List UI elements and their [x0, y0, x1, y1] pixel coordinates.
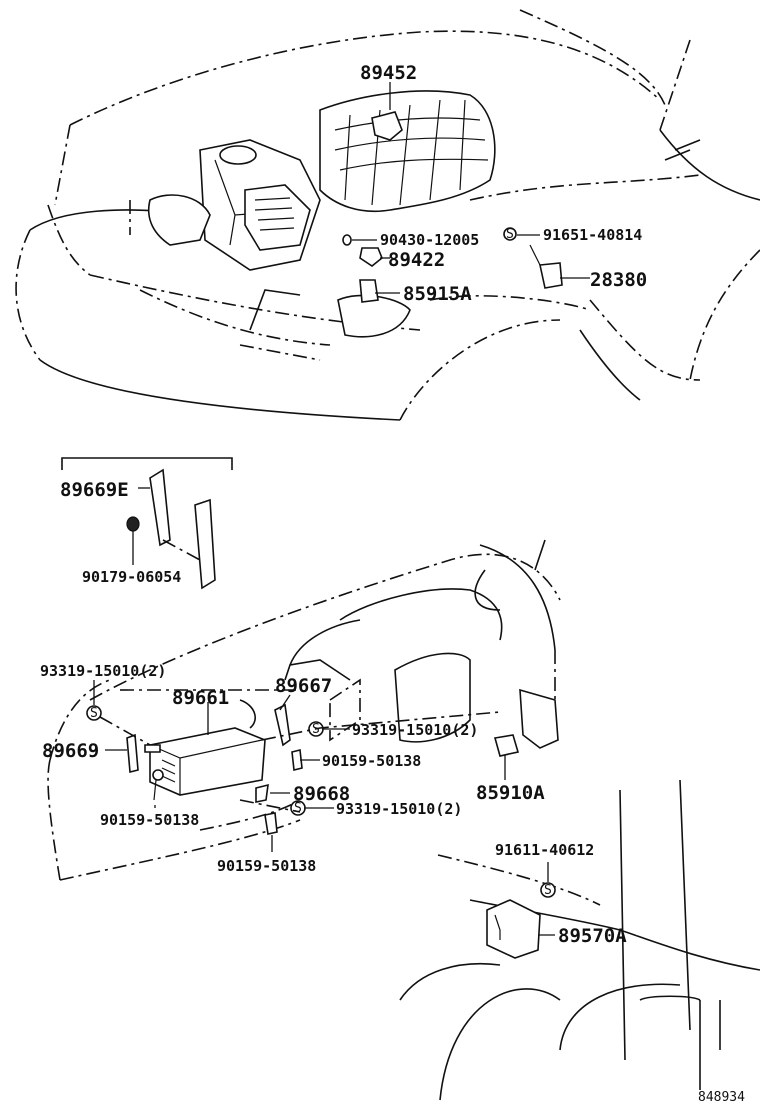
label-91651-40814: 91651-40814	[543, 226, 642, 244]
label-89452: 89452	[360, 62, 417, 84]
label-28380: 28380	[590, 269, 647, 291]
part-89570A-shape	[486, 899, 541, 959]
svg-text:S: S	[506, 227, 514, 242]
label-90179-06054: 90179-06054	[82, 568, 181, 586]
label-93319-15010-a: 93319-15010(2)	[40, 662, 166, 680]
svg-text:S: S	[544, 883, 552, 898]
label-89669E: 89669E	[60, 479, 129, 501]
svg-text:S: S	[294, 801, 302, 816]
label-90159-50138-a: 90159-50138	[322, 752, 421, 770]
label-90430-12005: 90430-12005	[380, 231, 479, 249]
label-90159-50138-b: 90159-50138	[100, 811, 199, 829]
label-93319-15010-b: 93319-15010(2)	[352, 721, 478, 739]
label-91611-40612: 91611-40612	[495, 841, 594, 859]
label-89422: 89422	[388, 249, 445, 271]
label-89667: 89667	[275, 675, 332, 697]
label-85915A: 85915A	[403, 283, 472, 305]
label-89669: 89669	[42, 740, 99, 762]
svg-text:S: S	[90, 706, 98, 721]
part-89452-shape	[371, 111, 403, 141]
diagram-id: 848934	[698, 1090, 745, 1105]
bracket-assembly-illustration	[61, 457, 233, 590]
label-93319-15010-c: 93319-15010(2)	[336, 800, 462, 818]
label-85910A: 85910A	[476, 782, 545, 804]
engine-bay-illustration	[15, 9, 760, 421]
label-90159-50138-c: 90159-50138	[217, 857, 316, 875]
label-89668: 89668	[293, 783, 350, 805]
label-89661: 89661	[172, 687, 229, 709]
leader-lines	[93, 82, 590, 936]
cabin-illustration: S S S S	[47, 227, 561, 881]
rear-quarter-illustration: S	[399, 779, 760, 1101]
part-89661-shape	[149, 727, 266, 796]
label-89570A: 89570A	[558, 925, 627, 947]
